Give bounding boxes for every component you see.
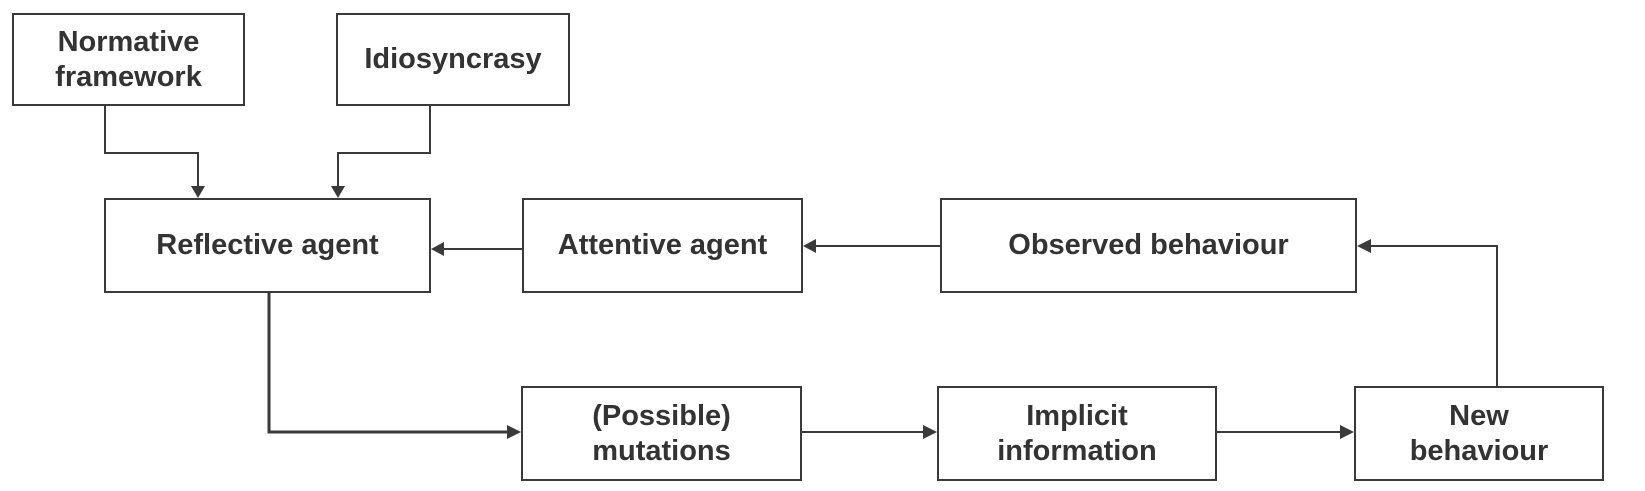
arrowhead <box>331 186 345 198</box>
node-implicit-information: Implicit information <box>937 386 1217 481</box>
node-observed-behaviour: Observed behaviour <box>940 198 1357 293</box>
edge-mutations-to-implicit <box>802 425 937 439</box>
edge-observed-to-attentive <box>803 239 940 253</box>
arrowhead <box>431 242 444 256</box>
node-normative-framework: Normative framework <box>12 13 245 106</box>
arrowhead <box>507 425 521 439</box>
arrowhead <box>923 425 937 439</box>
edge-new-to-observed <box>1357 239 1498 386</box>
node-possible-mutations: (Possible) mutations <box>521 386 802 481</box>
arrowhead <box>1357 239 1371 253</box>
edge-implicit-to-new <box>1217 425 1354 439</box>
edge-attentive-to-reflective <box>431 242 522 256</box>
arrowhead <box>803 239 816 253</box>
node-reflective-agent: Reflective agent <box>104 198 431 293</box>
edge-reflective-to-mutations <box>267 293 521 439</box>
node-new-behaviour: New behaviour <box>1354 386 1604 481</box>
edge-normative-to-reflective <box>104 104 205 198</box>
node-idiosyncrasy: Idiosyncrasy <box>336 13 570 106</box>
edge-idiosyncrasy-to-reflective <box>331 104 431 198</box>
arrowhead <box>1340 425 1354 439</box>
arrowhead <box>191 186 205 198</box>
node-attentive-agent: Attentive agent <box>522 198 803 293</box>
